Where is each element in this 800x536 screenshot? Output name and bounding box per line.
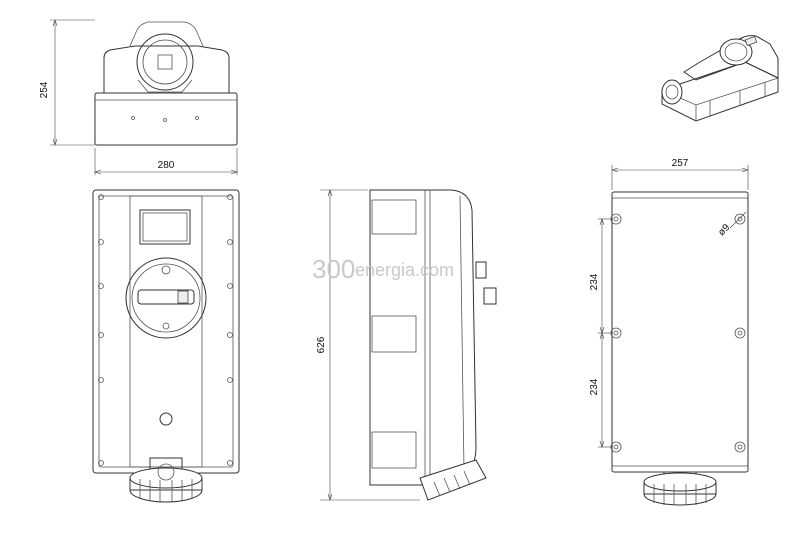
dim-label-hole: ø9 (716, 222, 732, 238)
dim-label-234-lower: 234 (589, 378, 600, 395)
dimension-back-spacing: 234 234 (589, 218, 612, 448)
front-view (92, 189, 240, 503)
back-view (610, 191, 749, 506)
watermark: 300 energia.com (312, 254, 454, 284)
watermark-domain: energia.com (355, 260, 454, 280)
dim-label-626: 626 (316, 336, 327, 353)
dimension-hole-diameter: ø9 (716, 211, 747, 238)
dimension-side-height: 626 (316, 189, 420, 501)
dimension-back-width: 257 (611, 158, 749, 190)
watermark-300: 300 (312, 254, 355, 284)
side-view (369, 189, 497, 501)
dim-label-254: 254 (39, 81, 50, 98)
dim-label-234-upper: 234 (589, 273, 600, 290)
dim-label-280: 280 (158, 160, 175, 171)
dim-label-257: 257 (672, 158, 689, 169)
dimension-top-height: 254 (39, 19, 95, 146)
isometric-view (661, 35, 779, 122)
dimension-top-width: 280 (94, 148, 238, 175)
top-view (94, 21, 238, 146)
